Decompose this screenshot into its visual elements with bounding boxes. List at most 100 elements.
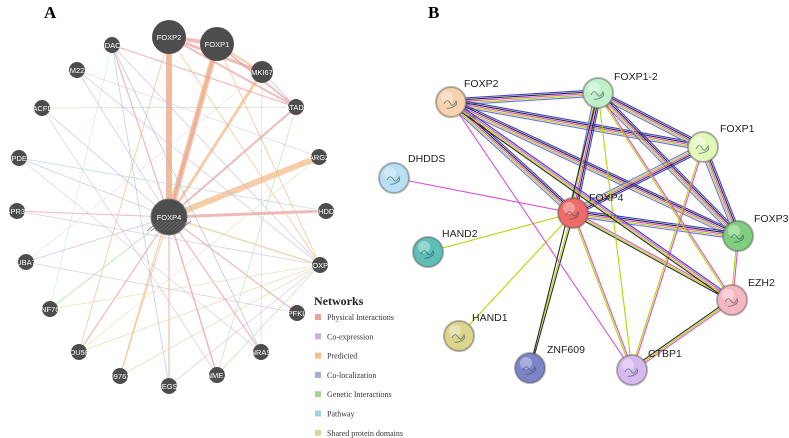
- edge-strand: [449, 102, 573, 215]
- legend-item-pathway: Pathway: [315, 410, 355, 419]
- gene-node-foxp2: FOXP2: [152, 20, 186, 54]
- node-hatch: [146, 220, 160, 232]
- edge-foxp4-znf764: [49, 216, 170, 310]
- gene-node-ac097634-4: AC097634.4: [99, 368, 141, 384]
- edge-gatad2b-nme1: [216, 106, 297, 376]
- node-circle: [200, 27, 234, 61]
- gene-label-fam222b: FAM222B: [61, 66, 94, 75]
- structure-icon: [624, 367, 639, 377]
- legend-item-co-localization: Co-localization: [315, 371, 376, 380]
- string-edge-foxp2-foxp1: [450, 98, 704, 151]
- edge-foxp4-nme1: [168, 216, 218, 376]
- edge-strand: [573, 212, 634, 370]
- structure-icon: [565, 210, 580, 220]
- edge-degs1-foxp3: [168, 264, 321, 387]
- gene-node-foxp4: FOXP4: [146, 198, 192, 236]
- node-circle: [112, 368, 128, 384]
- gene-label-pou5f1: POU5F1: [64, 348, 93, 357]
- legend-label: Co-expression: [327, 332, 373, 341]
- gene-node-znf764: ZNF764: [36, 301, 64, 317]
- edge-strand: [450, 101, 574, 214]
- legend-swatch: [315, 391, 321, 398]
- edge-strand: [448, 103, 572, 216]
- edge-strand: [451, 100, 739, 236]
- protein-label-foxp4: FOXP4: [589, 192, 624, 204]
- node-hatch: [162, 220, 176, 232]
- panel-b-label: B: [428, 3, 439, 22]
- legend-swatch: [315, 371, 321, 378]
- edge-cacfd1-nme1: [41, 107, 218, 376]
- edge-strand: [572, 214, 738, 239]
- edge-strand: [569, 92, 596, 213]
- node-highlight: [418, 241, 430, 253]
- node-highlight: [563, 202, 575, 214]
- edge-strand: [630, 146, 703, 370]
- string-edge-foxp1-2-ezh2: [596, 92, 734, 301]
- gene-label-gpr35: GPR35: [5, 207, 30, 216]
- edge-strand: [573, 209, 739, 234]
- node-circle: [104, 37, 120, 53]
- edge-foxp2-foxp3: [168, 36, 321, 266]
- gene-label-znf764: ZNF764: [36, 305, 63, 314]
- legend-item-co-expression: Co-expression: [315, 332, 373, 341]
- protein-node-ezh2: EZH2: [716, 277, 775, 316]
- edge-foxp4-mki67: [167, 71, 264, 218]
- gene-label-nme1: NME1: [207, 371, 228, 380]
- edge-foxp4-nras: [168, 216, 262, 353]
- protein-label-hand1: HAND1: [472, 312, 508, 324]
- node-circle: [71, 344, 87, 360]
- edge-strand: [572, 92, 599, 214]
- legend-title: Networks: [314, 294, 364, 308]
- node-bubble: [378, 162, 410, 194]
- edge-strand: [571, 213, 732, 302]
- edge-znf764-foxp3: [49, 264, 321, 310]
- gene-label-pfkl: PFKL: [288, 309, 307, 318]
- edge-strand: [458, 212, 574, 337]
- structure-icon: [522, 365, 537, 375]
- edge-foxp4-cacfd1: [41, 107, 170, 218]
- string-edge-foxp4-foxp3: [572, 209, 739, 240]
- edge-strand: [451, 99, 704, 146]
- protein-label-foxp1: FOXP1: [720, 123, 755, 135]
- node-highlight: [441, 91, 453, 103]
- edge-spdef-dhdds: [18, 157, 327, 212]
- edge-strand: [450, 90, 598, 101]
- node-highlight: [588, 82, 600, 94]
- gene-label-ac097634-4: AC097634.4: [99, 372, 141, 381]
- edge-strand: [571, 213, 632, 371]
- node-bubble: [443, 320, 475, 352]
- edge-strand: [450, 104, 703, 151]
- node-circle: [318, 203, 334, 219]
- edge-strand: [598, 91, 704, 147]
- node-circle: [18, 254, 34, 270]
- gene-label-gatad2b: GATAD2B: [279, 103, 313, 112]
- edge-strand: [572, 215, 738, 240]
- node-circle: [312, 257, 328, 273]
- structure-icon: [724, 297, 739, 307]
- edge-strand: [530, 213, 575, 369]
- edge-strand: [700, 147, 738, 237]
- edge-strand: [572, 212, 733, 301]
- legend-swatch: [315, 410, 321, 417]
- panel-b-nodes: FOXP2FOXP1-2FOXP1DHDDSFOXP4FOXP3HAND2EZH…: [378, 71, 789, 386]
- edge-strand: [450, 92, 599, 103]
- edge-foxp4-hdac2: [111, 44, 170, 218]
- edge-fam222b-arg2: [76, 69, 320, 158]
- node-highlight: [693, 136, 705, 148]
- panel-b-edges: [393, 89, 742, 372]
- edge-strand: [451, 94, 599, 105]
- edge-strand: [450, 102, 732, 302]
- node-circle: [289, 305, 305, 321]
- edge-strand: [630, 298, 732, 370]
- node-circle: [161, 378, 177, 394]
- protein-node-foxp1: FOXP1: [687, 123, 755, 163]
- protein-label-foxp1-2: FOXP1-2: [614, 71, 658, 83]
- edge-fam222b-foxp3: [76, 69, 321, 266]
- legend-label: Genetic Interactions: [327, 390, 392, 399]
- node-circle: [253, 344, 269, 360]
- edge-strand: [450, 103, 703, 150]
- edge-foxp4-gatad2b: [168, 106, 297, 218]
- gene-node-degs1: DEGS1: [156, 378, 182, 394]
- node-highlight: [384, 167, 396, 179]
